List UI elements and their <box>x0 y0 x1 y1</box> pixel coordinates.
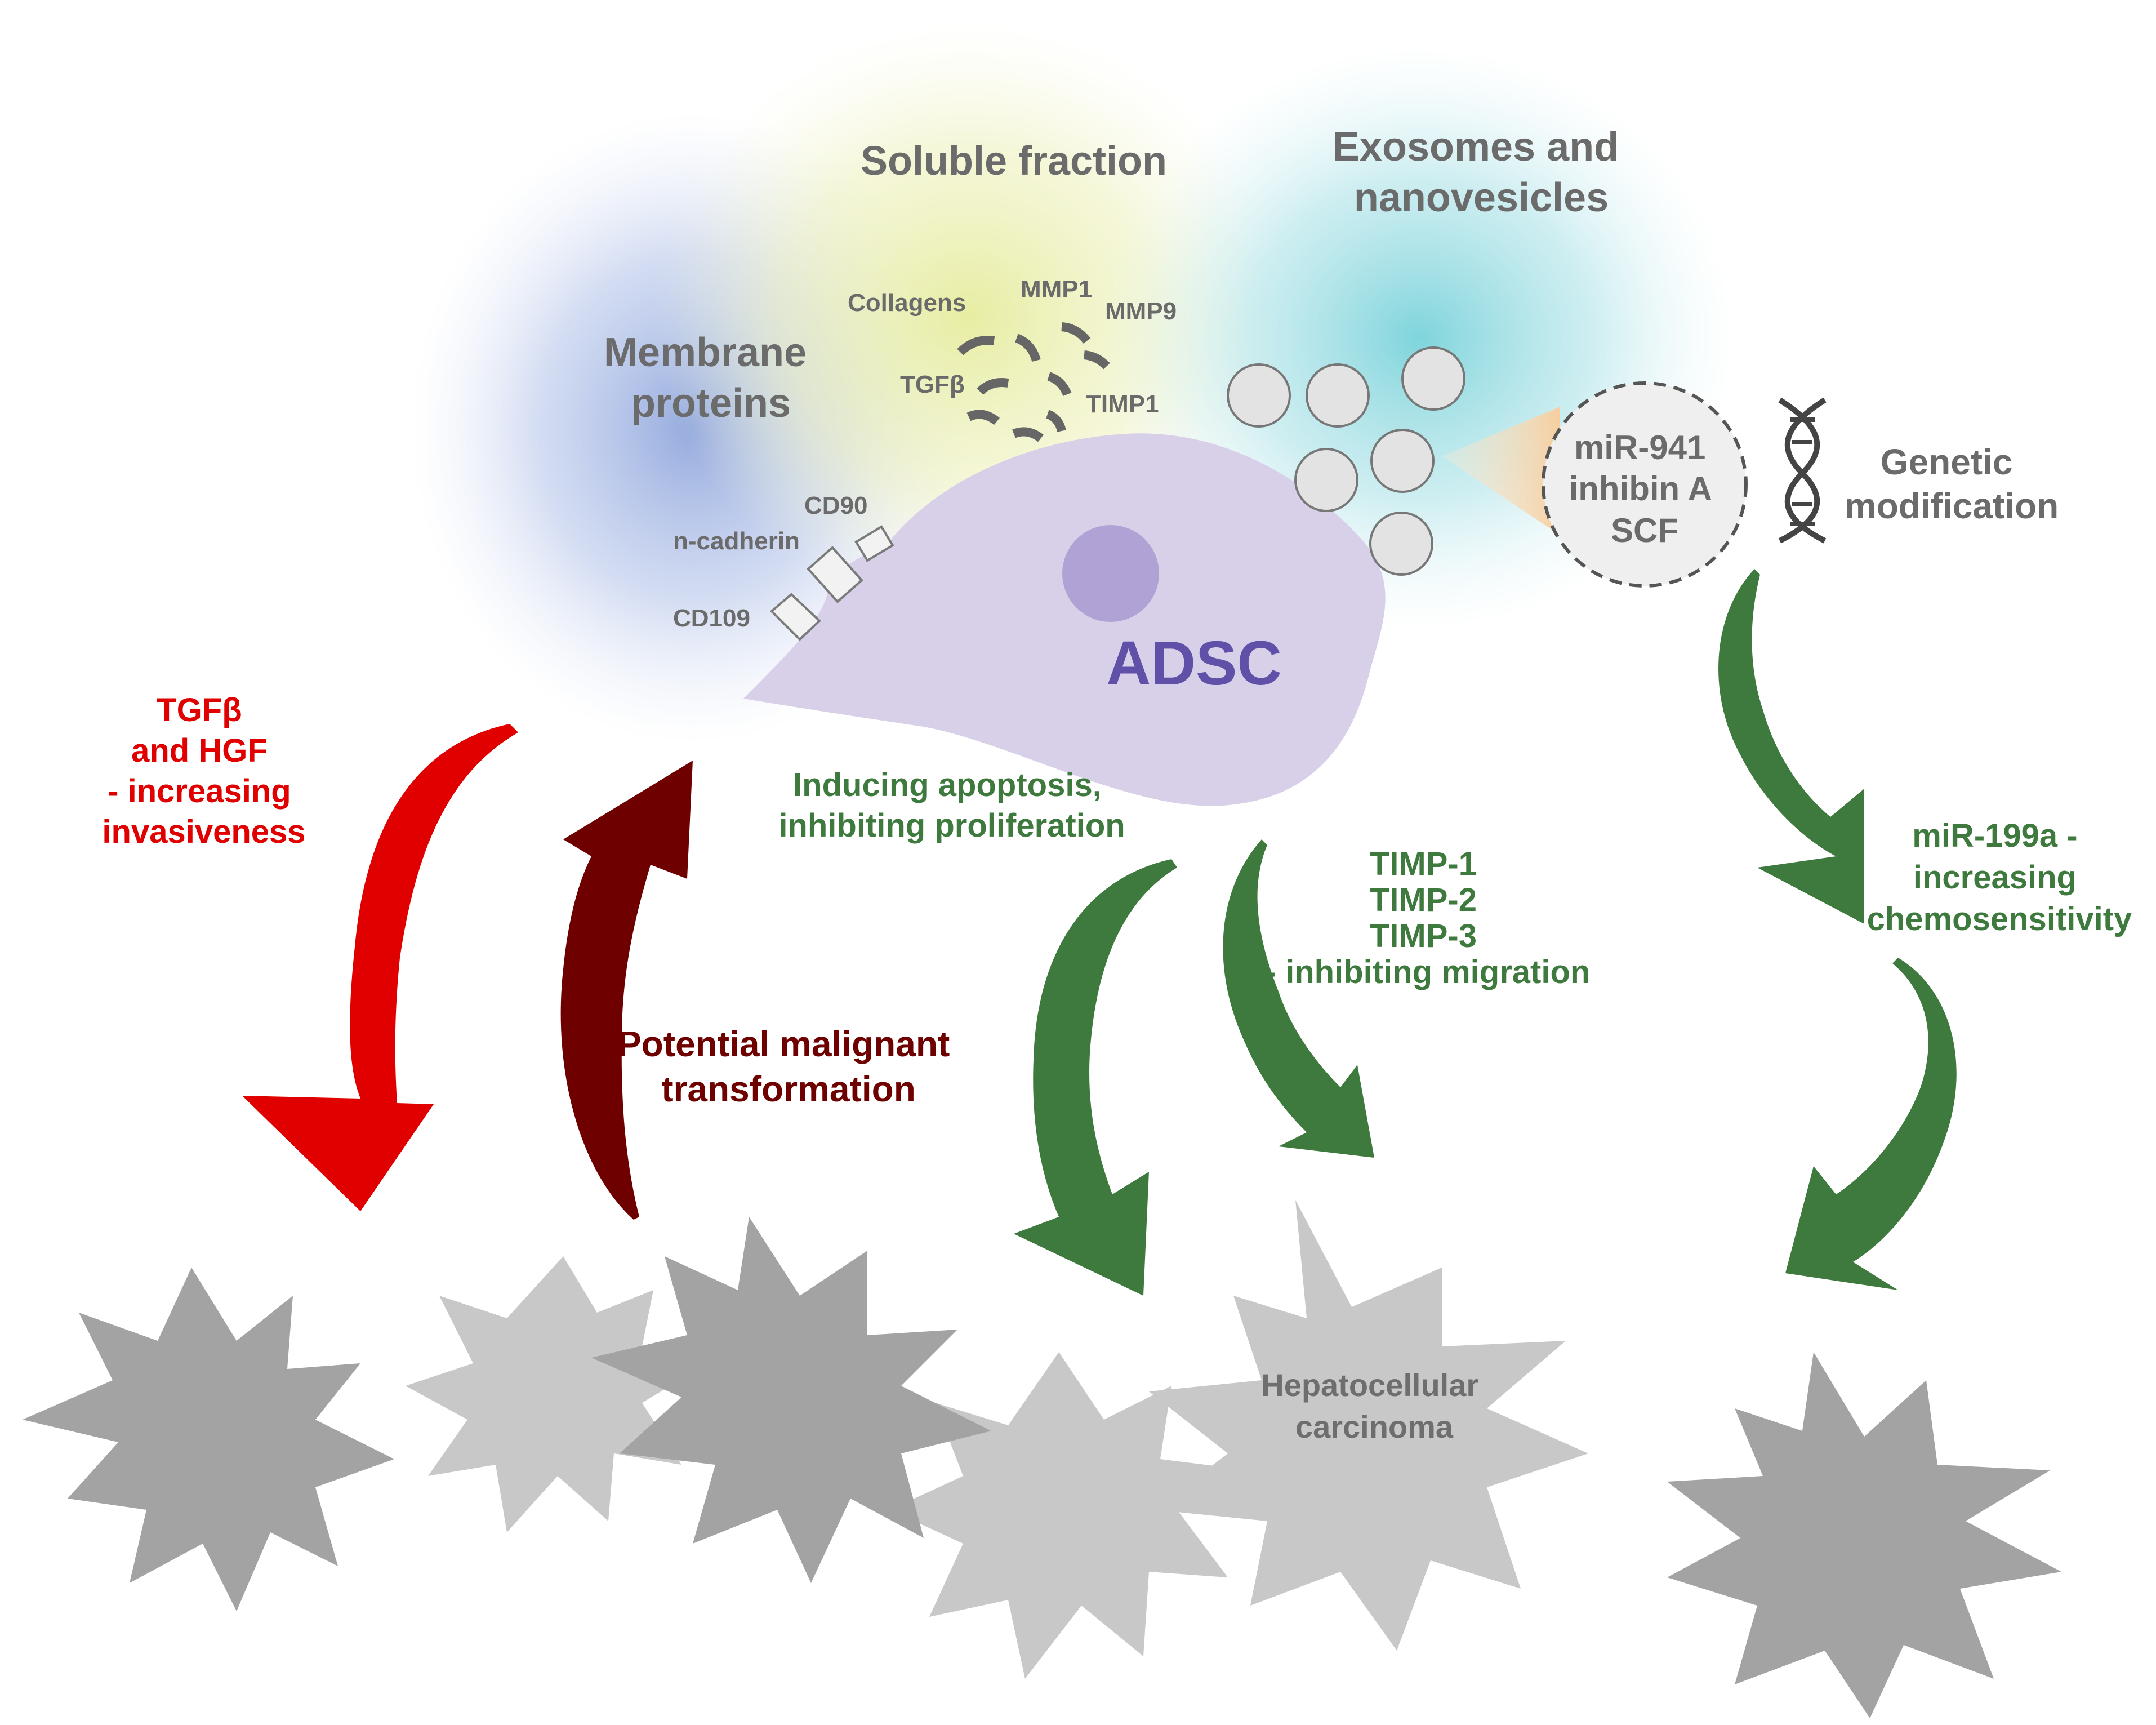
molecule-arc <box>1014 334 1041 362</box>
star-tumor-icon <box>406 1256 698 1532</box>
genetic-modification-arrow <box>1718 569 1864 924</box>
exosomes-title: Exosomes and nanovesicles <box>1333 125 1630 220</box>
star-tumor-icon <box>23 1268 394 1611</box>
molecule-arc <box>1061 322 1091 344</box>
chemosensitivity-arrow <box>1785 958 1957 1290</box>
genetic-modification-label: Genetic modification <box>1845 442 2059 526</box>
vesicle-content-cone <box>1442 407 1560 535</box>
molecule-arc <box>957 336 995 355</box>
membrane-proteins-title: Membrane proteins <box>604 330 818 426</box>
vesicle-icon <box>1370 429 1435 493</box>
vesicle-icon <box>1401 346 1465 411</box>
exosome-vesicles <box>1227 346 1465 576</box>
adsc-cell-body <box>743 433 1386 806</box>
mirna-circle <box>1542 381 1748 588</box>
tgfb-hgf-label: TGFβ and HGF - increasing invasiveness <box>102 692 305 850</box>
vesicle-icon <box>1369 512 1433 576</box>
star-tumor-icon <box>1667 1352 2061 1718</box>
ncadherin-marker <box>807 546 863 603</box>
dna-icon <box>1778 397 1827 544</box>
cd109-label: CD109 <box>673 604 750 632</box>
timp1-label: TIMP1 <box>1086 390 1159 418</box>
molecule-arc <box>977 378 1009 395</box>
vesicle-icon <box>1227 363 1291 428</box>
apoptosis-label: Inducing apoptosis, inhibiting prolifera… <box>778 767 1125 844</box>
molecule-arc <box>1083 350 1110 370</box>
cd90-label: CD90 <box>804 492 868 519</box>
malignant-transformation-arrow <box>560 761 693 1220</box>
membrane-markers <box>770 525 894 641</box>
star-tumor-icon <box>591 1217 991 1583</box>
soluble-molecules <box>957 322 1110 442</box>
mirna-circle-text: miR-941 inhibin A SCF <box>1569 429 1721 549</box>
tumor-cluster <box>23 1200 2061 1718</box>
adsc-nucleus <box>1062 525 1159 622</box>
molecule-arc <box>966 410 1000 425</box>
hcc-label: Hepatocellular carcinoma <box>1261 1367 1487 1444</box>
mmp1-label: MMP1 <box>1021 275 1092 303</box>
molecule-arc <box>1045 410 1066 433</box>
vesicle-icon <box>1306 363 1370 428</box>
tgfb-label: TGFβ <box>900 371 965 398</box>
molecule-arc <box>1047 372 1072 397</box>
cd90-marker <box>854 525 894 562</box>
cd109-marker <box>770 593 821 641</box>
ncadherin-label: n-cadherin <box>673 527 800 555</box>
tgfb-hgf-arrow <box>242 724 518 1211</box>
molecule-arc <box>1012 427 1044 442</box>
malignant-transformation-label: Potential malignant transformation <box>617 1024 960 1109</box>
timp-arrow <box>1223 839 1374 1158</box>
timp-label: TIMP-1 TIMP-2 TIMP-3 - inhibiting migrat… <box>1266 846 1591 990</box>
vesicle-icon <box>1294 448 1358 512</box>
collagens-label: Collagens <box>848 289 966 317</box>
mmp9-label: MMP9 <box>1105 297 1177 325</box>
mir199a-label: miR-199a - increasing chemosensitivity <box>1867 817 2132 937</box>
star-tumor-icon <box>1149 1200 1588 1651</box>
soluble-fraction-title: Soluble fraction <box>861 139 1167 184</box>
adsc-label: ADSC <box>1106 629 1282 698</box>
apoptosis-arrow <box>1014 859 1177 1296</box>
